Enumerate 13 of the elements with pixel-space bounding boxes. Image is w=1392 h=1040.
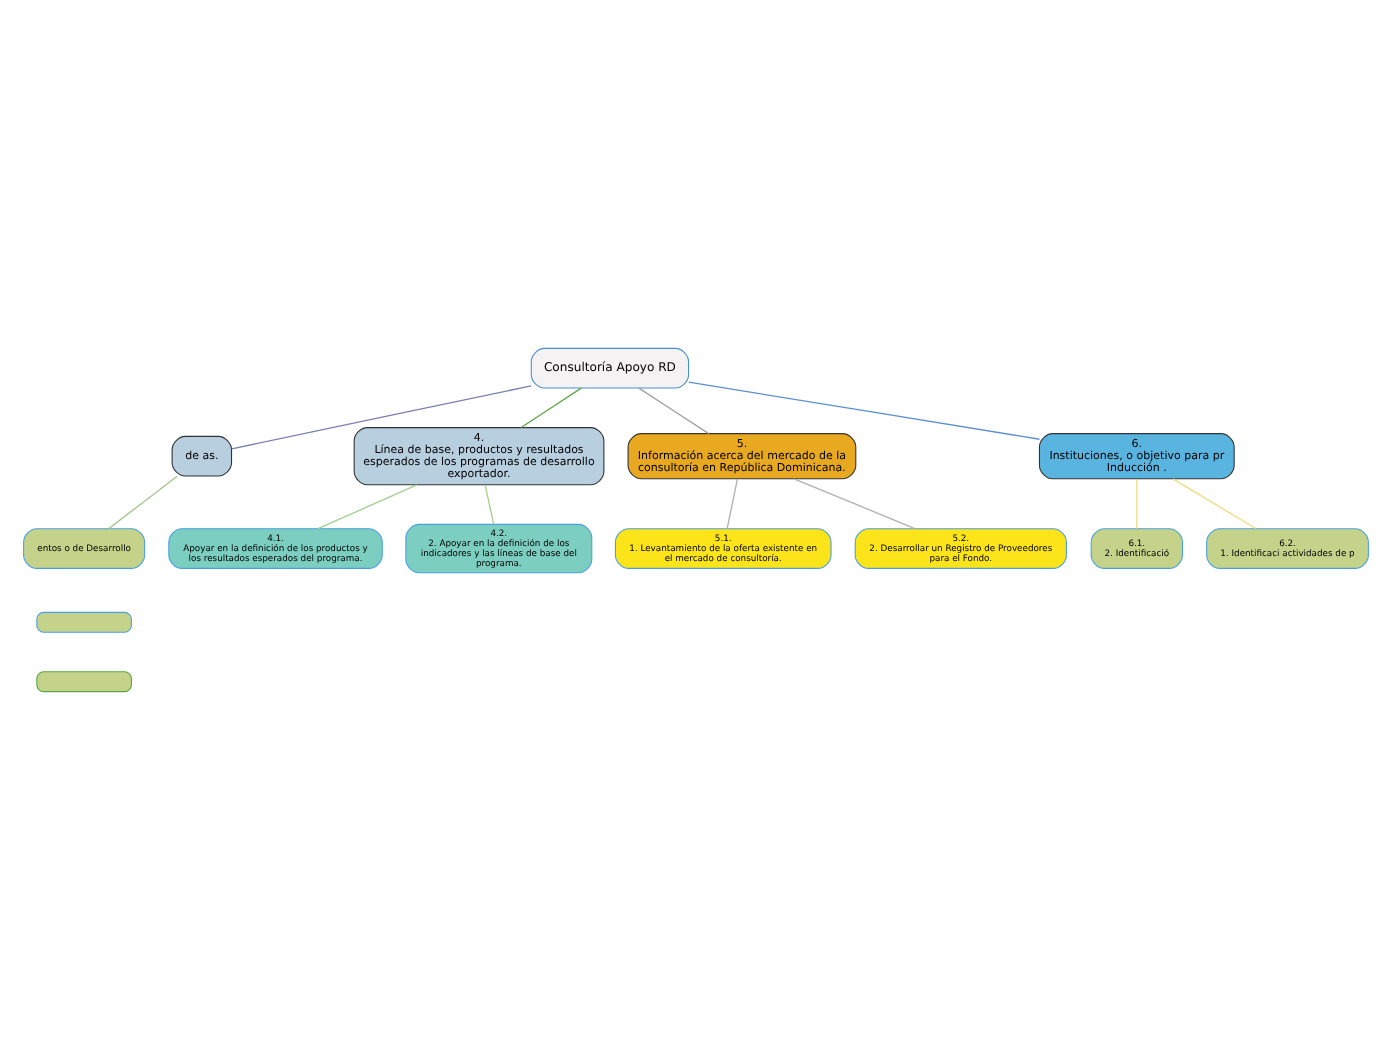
- connector: [108, 475, 178, 530]
- connector: [231, 385, 532, 450]
- connector: [317, 484, 418, 530]
- connector: [484, 484, 495, 526]
- connector: [520, 387, 582, 429]
- connector: [793, 478, 917, 530]
- connector: [638, 387, 710, 435]
- connector: [1172, 478, 1257, 530]
- connector: [688, 381, 1041, 440]
- connector: [726, 478, 739, 530]
- node-box: [36, 611, 132, 633]
- connector: [1136, 478, 1138, 530]
- node-box: [36, 671, 132, 693]
